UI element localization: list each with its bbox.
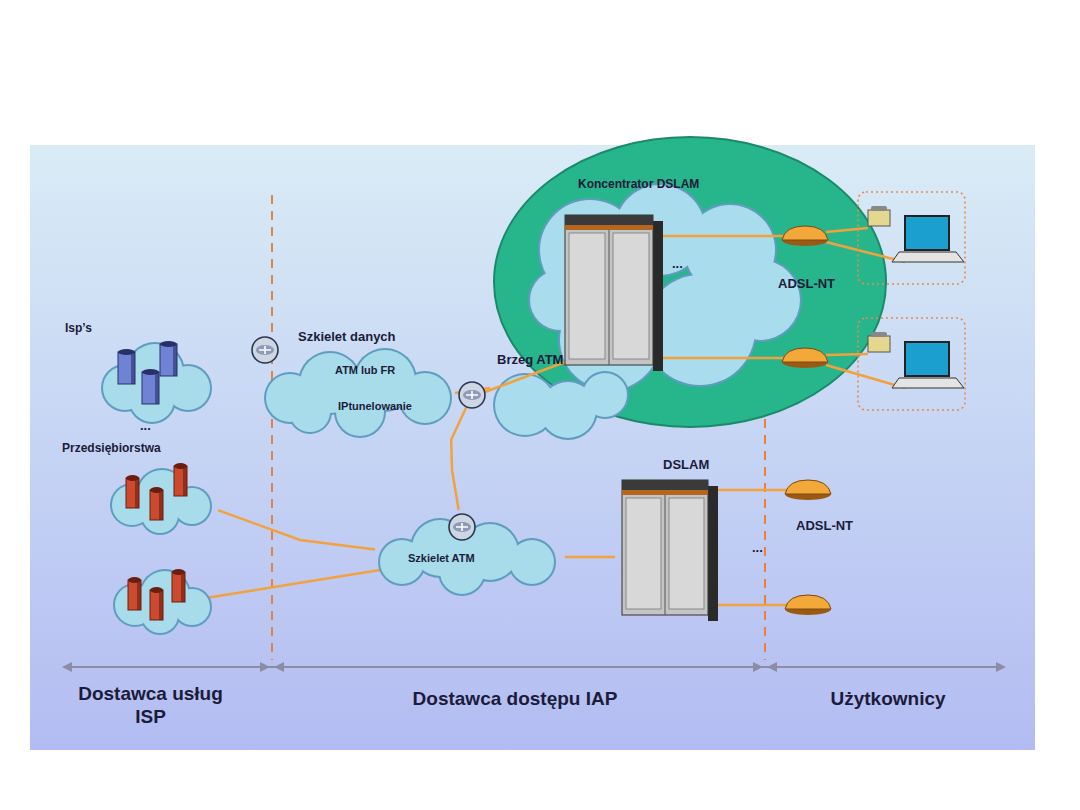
link-line (218, 510, 375, 549)
diagram-label: ... (672, 256, 683, 272)
wire (826, 242, 905, 262)
cloud-shape (110, 468, 212, 535)
modem-symbol (782, 348, 828, 368)
node-shape (615, 455, 725, 620)
link-line (451, 440, 459, 510)
span-arrow (62, 662, 1006, 672)
cloud-shape (528, 183, 802, 392)
server-symbol (150, 487, 163, 520)
server-symbol (118, 349, 135, 384)
network-node: Przedsiębiorstwa (58, 440, 218, 532)
diagram-label: Brzeg ATM (497, 352, 563, 368)
server-symbol (160, 341, 177, 376)
node-text: Isp’s (65, 322, 92, 336)
diagram-label: ADSL-NT (778, 276, 835, 292)
section-label: Dostawca usług ISP (63, 683, 238, 729)
wire (718, 604, 786, 607)
modem-symbol (785, 595, 831, 615)
network-node: Szkielet danychATM lub FR IPtunelowanie (240, 326, 455, 440)
wire (655, 357, 784, 360)
router-symbol (252, 337, 278, 363)
modem-symbol (782, 226, 828, 246)
server-symbol (174, 463, 187, 496)
server-symbol (142, 369, 159, 404)
link-line (565, 556, 615, 559)
modem-symbol (785, 480, 831, 500)
node-text: Szkielet danych (298, 330, 396, 345)
server-symbol (172, 569, 185, 602)
network-node: Szkielet ATM (375, 510, 565, 588)
wire (718, 489, 786, 492)
node-text: Przedsiębiorstwa (62, 442, 161, 456)
diagram-label: ... (140, 418, 151, 434)
node-text: Szkielet ATM (408, 552, 475, 565)
diagram-label: ADSL-NT (796, 518, 853, 534)
section-label: Dostawca dostępu IAP (380, 688, 650, 711)
wire (826, 228, 868, 232)
divider-line (271, 195, 273, 660)
cloud-shape (101, 342, 212, 424)
router-symbol (459, 382, 485, 408)
user-equipment (858, 192, 965, 284)
wire (826, 354, 868, 355)
server-symbol (128, 577, 141, 610)
cloud-shape (264, 348, 452, 438)
dslam-rack (565, 215, 663, 371)
wire (826, 365, 905, 388)
server-symbol (150, 587, 163, 620)
router-symbol (449, 514, 475, 540)
network-node: DSLAM (615, 455, 725, 620)
diagram-label: ... (752, 540, 763, 556)
cloud-shape (378, 518, 556, 596)
node-text: IPtunelowanie (338, 400, 412, 413)
node-text: ATM lub FR (335, 364, 395, 377)
cloud-shape (113, 569, 212, 635)
concentrator-region (494, 137, 886, 427)
wire (655, 235, 784, 238)
section-label: Użytkownicy (800, 688, 976, 711)
node-text: Koncentrator DSLAM (578, 178, 699, 192)
server-symbol (126, 475, 139, 508)
wire (206, 570, 380, 598)
node-shape (375, 510, 565, 588)
user-equipment (858, 318, 965, 410)
network-node: Isp’s (60, 318, 220, 418)
node-text: DSLAM (663, 458, 709, 473)
dslam-rack (622, 480, 718, 621)
